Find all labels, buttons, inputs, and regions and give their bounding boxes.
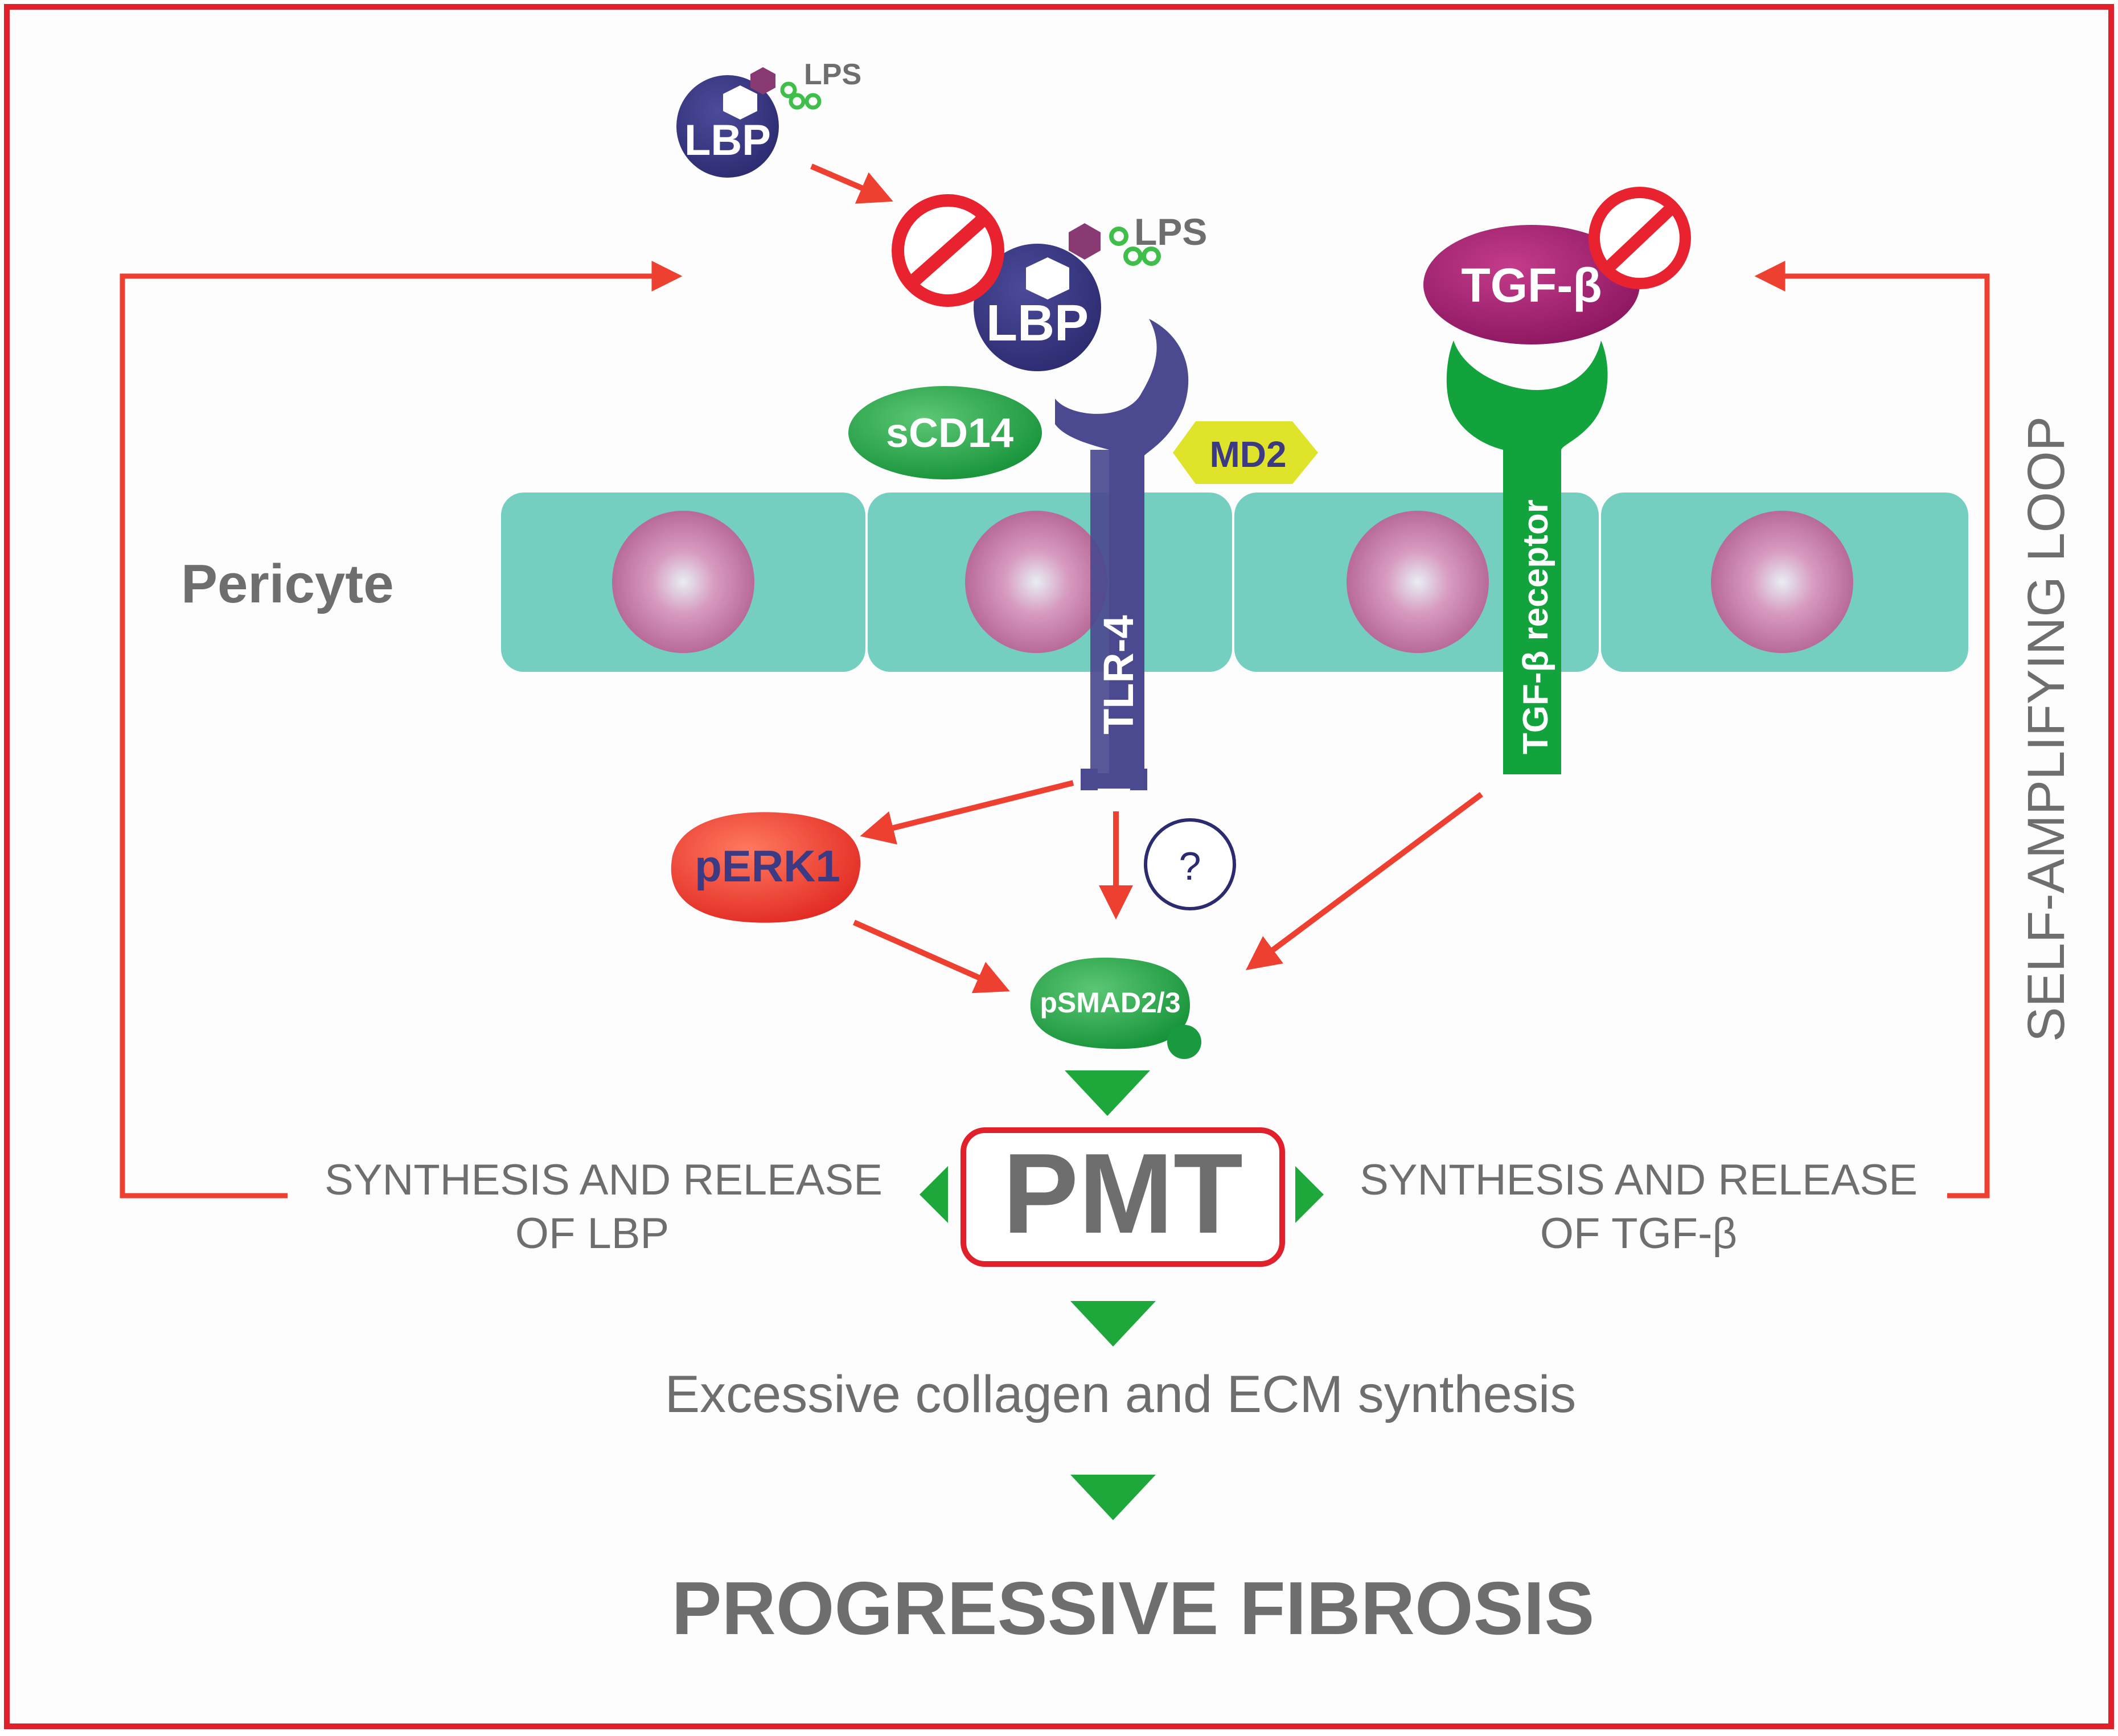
no-sign-lbp-icon: [892, 194, 1004, 307]
pericyte-nucleus: [1347, 511, 1489, 653]
arrow-lbp-to-complex: [810, 163, 893, 204]
tlr4-base-right: [1130, 769, 1147, 790]
pmt-label: PMT: [1003, 1130, 1243, 1257]
pericyte-nucleus: [612, 511, 754, 653]
no-sign-tgf-icon: [1588, 187, 1691, 289]
lps-free-hexagon-icon: [750, 67, 775, 95]
lps-free: LPS: [750, 58, 861, 110]
pmt-box: PMT: [961, 1127, 1285, 1267]
md2: MD2: [1173, 421, 1318, 484]
lps-free-sugar-icon: [789, 93, 806, 110]
md2-label: MD2: [1209, 434, 1286, 475]
tgf-receptor: TGF-β receptor: [1446, 340, 1608, 774]
tlr4-stalk: [1090, 450, 1144, 786]
lps-free-sugar-icon: [804, 93, 822, 110]
tgf-beta-shape: [1423, 225, 1640, 344]
collagen-text: Excessive collagen and ECM synthesis: [665, 1365, 1577, 1423]
loop-lines-right: [1754, 261, 1990, 1199]
lps-bound-label: LPS: [1134, 211, 1207, 253]
lps-free-sugar-icon: [780, 81, 797, 99]
synthesis-lbp-line2: OF LBP: [515, 1209, 669, 1258]
lbp-bound-notch: [1026, 257, 1069, 299]
psmad-shape: [1030, 957, 1190, 1049]
pericyte-nucleus: [1711, 511, 1853, 653]
scd14-label: sCD14: [886, 411, 1013, 456]
lbp-free-notch: [723, 85, 757, 120]
question-marker: ?: [1144, 818, 1236, 910]
lps-bound: LPS: [1069, 211, 1207, 266]
loop-lines-left: [120, 261, 683, 1199]
lbp-free: LBP: [676, 75, 779, 178]
md2-shape: [1173, 421, 1318, 484]
green-arrow-to-pmt: [1065, 1070, 1150, 1116]
lps-bound-sugar-icon: [1123, 247, 1143, 266]
tgf-beta-ligand: TGF-β: [1423, 225, 1640, 344]
lbp-bound: LBP: [974, 244, 1101, 371]
tlr4-receptor: TLR-4: [1055, 319, 1189, 790]
lps-bound-sugar-icon: [1109, 227, 1128, 246]
question-label: ?: [1179, 844, 1201, 888]
tlr4-base-left: [1081, 769, 1098, 790]
synthesis-tgf-line2: OF TGF-β: [1540, 1209, 1737, 1258]
psmad-label: pSMAD2/3: [1040, 987, 1180, 1019]
tgf-receptor-head: [1446, 340, 1608, 774]
question-circle: [1144, 818, 1236, 910]
perk1-label: pERK1: [695, 841, 840, 891]
fibrosis-text: PROGRESSIVE FIBROSIS: [672, 1566, 1595, 1650]
synthesis-tgf-line1: SYNTHESIS AND RELEASE: [1360, 1156, 1918, 1204]
lps-bound-hexagon-icon: [1069, 223, 1101, 260]
lbp-free-label: LBP: [684, 116, 771, 165]
pmt-frame: [961, 1127, 1285, 1267]
self-amplifying-loop-label: SELF-AMPLIFYING LOOP: [2017, 416, 2075, 1042]
psmad-phosphate-icon: [1167, 1025, 1201, 1059]
arrow-tgf-receptor-to-psmad: [1245, 791, 1483, 970]
lps-free-label: LPS: [804, 58, 861, 91]
green-arrow-right-icon: [1295, 1166, 1324, 1223]
synthesis-lbp-line1: SYNTHESIS AND RELEASE: [325, 1156, 882, 1204]
pericyte-nucleus: [965, 511, 1107, 653]
scd14-shape: [848, 386, 1042, 479]
scd14: sCD14: [848, 386, 1042, 479]
arrow-tlr4-to-perk1: [860, 780, 1074, 845]
perk1: pERK1: [671, 812, 861, 923]
pericyte-label: Pericyte: [181, 553, 394, 614]
arrow-perk1-to-psmad: [852, 920, 1010, 994]
tgf-beta-label: TGF-β: [1461, 258, 1602, 312]
pericyte-cell-layer: [501, 493, 1968, 672]
lbp-bound-label: LBP: [986, 295, 1089, 352]
lps-bound-sugar-icon: [1142, 247, 1161, 266]
tgf-receptor-label: TGF-β receptor: [1516, 499, 1555, 754]
tlr4-label: TLR-4: [1095, 615, 1142, 734]
psmad: pSMAD2/3: [1030, 957, 1201, 1059]
green-arrow-to-collagen: [1070, 1301, 1156, 1347]
perk1-shape: [671, 812, 861, 923]
green-arrow-left-icon: [920, 1166, 948, 1223]
green-arrow-to-fibrosis: [1070, 1475, 1156, 1520]
